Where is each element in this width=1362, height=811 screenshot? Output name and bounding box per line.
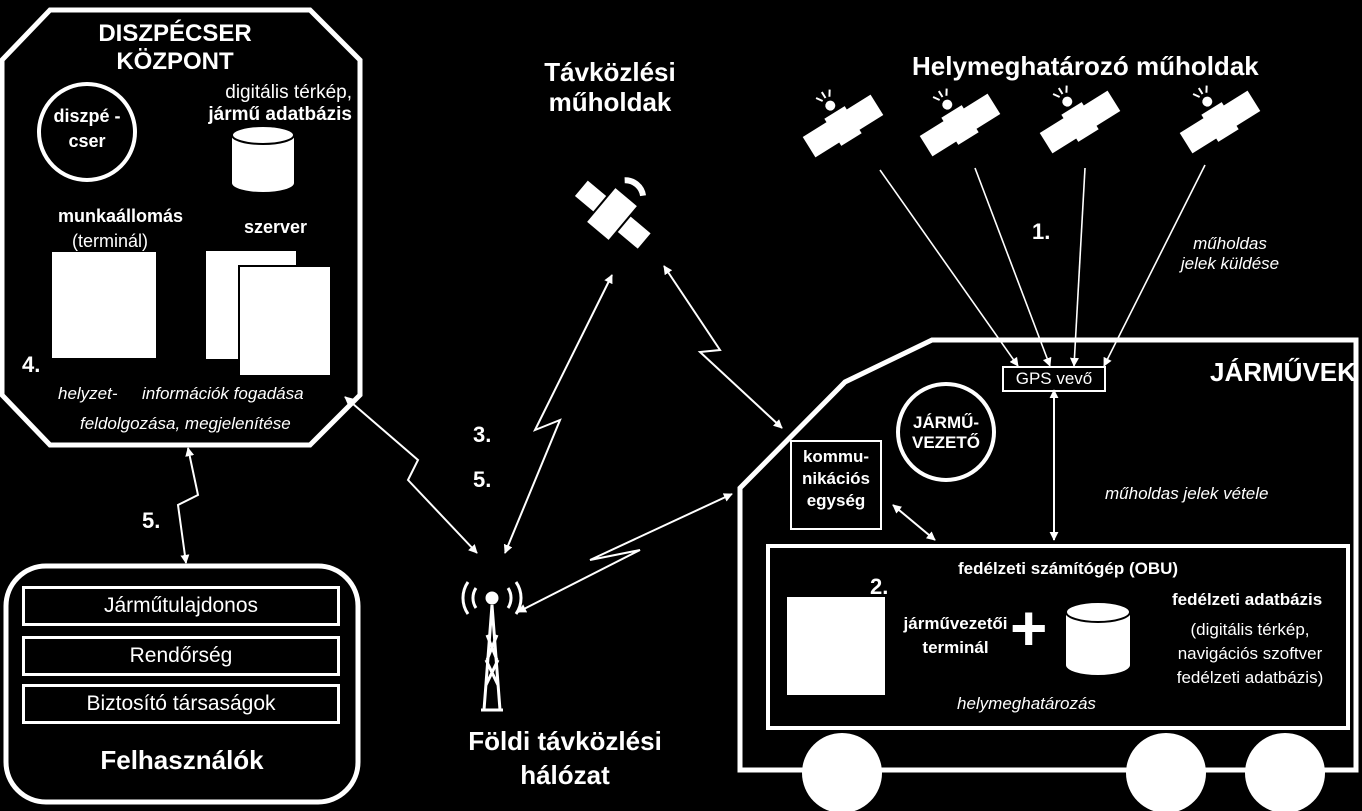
dispatcher-circle — [37, 82, 137, 182]
user-item-police: Rendőrség — [22, 636, 340, 676]
comm-obu-link — [892, 504, 936, 541]
signal-send-line2: jelek küldése — [1180, 253, 1280, 273]
dispatch-center-title: DISZPÉCSER KÖZPONT — [80, 20, 270, 75]
terminal-label: (terminál) — [72, 231, 149, 251]
map-db-line1: digitális térkép, — [225, 82, 352, 103]
satellite-icon-2 — [903, 68, 1004, 162]
step-1: 1. — [1032, 219, 1051, 244]
driver-line1: JÁRMŰ- — [912, 413, 980, 432]
onboard-database-icon — [1065, 601, 1131, 675]
telecom-satellites-line2: műholdak — [548, 86, 672, 117]
step-2: 2. — [870, 574, 889, 599]
telecom-satellites-line1: Távközlési — [544, 57, 676, 87]
user-item-vehicle-owner: Járműtulajdonos — [22, 586, 340, 626]
dispatch-center-outline — [0, 7, 363, 448]
server-label: szerver — [244, 217, 308, 237]
step-4: 4. — [22, 352, 41, 377]
ground-network-line1: Földi távközlési — [468, 726, 662, 756]
map-db-label: digitális térkép, jármű adatbázis — [160, 82, 352, 126]
vehicles-title: JÁRMŰVEK — [1210, 357, 1356, 387]
caption-line2: feldolgozása, megjelenítése — [80, 414, 291, 433]
driver-terminal-screen — [787, 597, 885, 695]
satellite-signal-send-label: műholdas jelek küldése — [1160, 234, 1300, 273]
map-db-line2: jármű adatbázis — [208, 103, 352, 125]
workstation-screen — [52, 252, 156, 358]
communication-unit: kommu- nikációs egység — [790, 440, 882, 530]
users-outline — [3, 563, 361, 805]
link-dispatch-users — [176, 447, 200, 564]
satellite-signal-lines — [879, 164, 1206, 367]
dispatcher-label: diszpé - cser — [47, 104, 127, 154]
users-title: Felhasználók — [100, 745, 264, 775]
link-dispatch-tower — [344, 396, 478, 554]
caption-line1-a: helyzet- — [58, 384, 118, 403]
gps-receiver: GPS vevő — [1002, 366, 1106, 392]
step-3: 3. — [473, 422, 492, 447]
vehicle-wheel-rear-2 — [1245, 733, 1325, 811]
server-unit-front — [238, 265, 332, 377]
step-5-left: 5. — [142, 508, 161, 533]
dispatch-title-line1: DISZPÉCSER — [98, 20, 252, 47]
driver-terminal-label: járművezetői terminál — [893, 612, 1018, 660]
positioning-label: helymeghatározás — [957, 694, 1096, 713]
vehicle-wheel-rear-1 — [1126, 733, 1206, 811]
caption-line1-b: információk fogadása — [142, 384, 304, 403]
onboard-db-line2: navigációs szoftver — [1177, 643, 1323, 663]
positioning-satellites-title: Helymeghatározó műholdak — [912, 51, 1259, 81]
link-tower-telecom-satellite — [503, 274, 613, 554]
ground-network-label: Földi távközlési hálózat — [455, 725, 675, 793]
obu-title: fedélzeti számítógép (OBU) — [958, 559, 1179, 578]
workstation-label: munkaállomás — [58, 206, 184, 226]
onboard-db-details: (digitális térkép, navigációs szoftver f… — [1155, 618, 1345, 689]
dispatcher-label-line2: cser — [68, 131, 106, 152]
onboard-db-title: fedélzeti adatbázis — [1172, 590, 1323, 609]
step-5-top: 5. — [473, 467, 492, 492]
dispatcher-label-line1: diszpé - — [53, 106, 121, 126]
driver-terminal-line2: terminál — [922, 637, 989, 657]
comm-line1: kommu- — [802, 447, 870, 466]
driver-label: JÁRMŰ- VEZETŐ — [900, 413, 992, 452]
link-telecom-satellite-vehicle — [663, 265, 783, 429]
dispatch-title-line2: KÖZPONT — [116, 47, 234, 75]
comm-line3: egység — [806, 491, 866, 511]
signal-send-line1: műholdas — [1193, 234, 1267, 253]
user-item-insurance: Biztosító társaságok — [22, 684, 340, 724]
onboard-db-line3: fedélzeti adatbázis) — [1176, 667, 1324, 687]
vehicle-wheel-front — [802, 733, 882, 811]
telecom-satellites-label: Távközlési műholdak — [520, 57, 700, 118]
plus-sign: + — [1010, 592, 1048, 664]
driver-terminal-line1: járművezetői — [903, 614, 1008, 633]
comm-line2: nikációs — [801, 469, 871, 489]
driver-line2: VEZETŐ — [911, 432, 980, 452]
vehicle-outline — [737, 337, 1359, 773]
telecom-satellite-icon — [574, 177, 651, 249]
obu-outline — [766, 544, 1350, 730]
satellite-icon-1 — [786, 69, 887, 163]
onboard-db-line1: (digitális térkép, — [1190, 620, 1310, 639]
radio-tower-icon — [461, 581, 523, 712]
signal-receive-label: műholdas jelek vétele — [1105, 484, 1269, 503]
link-tower-vehicle — [517, 493, 733, 613]
driver-circle — [896, 382, 996, 482]
map-database-icon — [231, 125, 295, 192]
ground-network-line2: hálózat — [520, 759, 610, 790]
